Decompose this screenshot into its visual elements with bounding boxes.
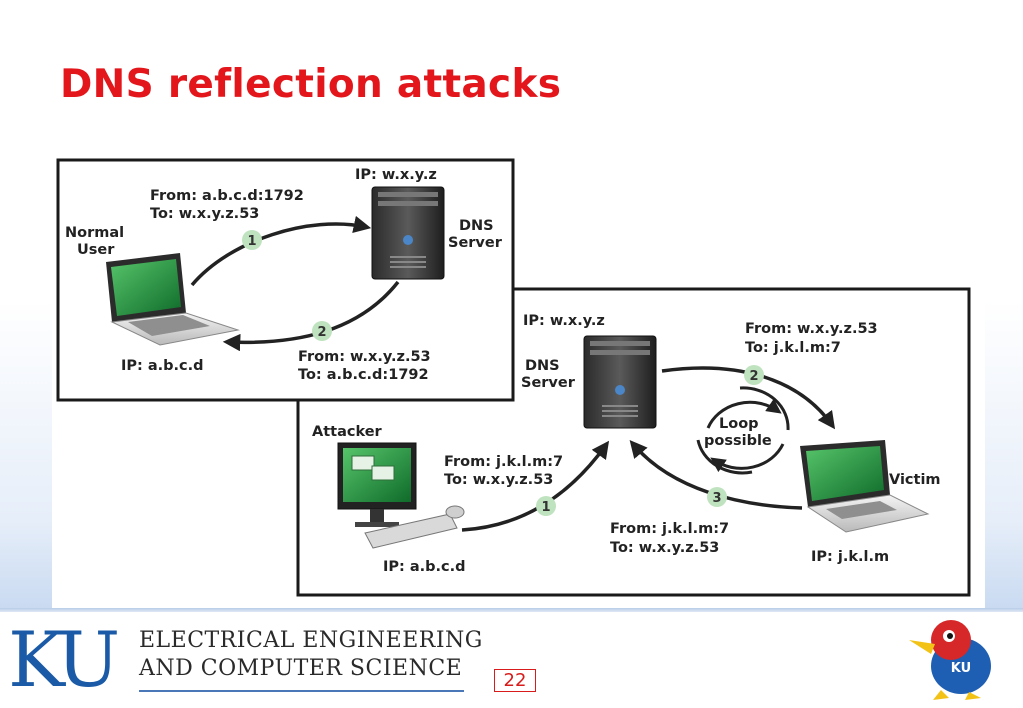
svg-text:KU: KU — [951, 661, 971, 676]
attack-step2-number: 2 — [749, 369, 758, 384]
attack-server-label-line1: DNS — [525, 358, 560, 374]
loop-label-line2: possible — [704, 433, 772, 449]
dept-name-line1: ELECTRICAL ENGINEERING — [139, 628, 483, 653]
attack-step2-from: From: w.x.y.z.53 — [745, 321, 878, 337]
loop-cycle-icon — [696, 386, 790, 475]
victim-laptop-icon — [800, 440, 930, 533]
normal-server-label-line1: DNS — [459, 218, 494, 234]
ku-logo: KU — [8, 615, 120, 704]
normal-step1-number: 1 — [247, 234, 256, 249]
jayhawk-mascot-icon: KU — [909, 620, 991, 700]
footer-separator — [0, 608, 1023, 612]
loop-label-line1: Loop — [719, 416, 759, 432]
attack-step2-badge — [744, 365, 764, 385]
normal-user-label-line1: Normal — [65, 225, 124, 241]
attacker-ip: IP: a.b.c.d — [383, 559, 466, 575]
slide-title: DNS reflection attacks — [60, 62, 562, 107]
attack-server-label-line2: Server — [521, 375, 576, 391]
attack-step1-number: 1 — [541, 500, 550, 515]
normal-panel: 1 2 IP: w.x.y.z DNS Server Normal User I… — [56, 158, 515, 402]
normal-step1-badge — [242, 230, 262, 250]
attack-dns-server-icon — [583, 335, 657, 429]
normal-dns-server-icon — [371, 186, 445, 280]
attack-step3-badge — [707, 487, 727, 507]
victim-label: Victim — [889, 472, 941, 488]
attack-step1-badge — [536, 496, 556, 516]
attack-step1-to: To: w.x.y.z.53 — [444, 472, 553, 488]
normal-user-ip: IP: a.b.c.d — [121, 358, 204, 374]
normal-user-laptop-icon — [106, 253, 240, 346]
attack-step3-from: From: j.k.l.m:7 — [610, 521, 729, 537]
page-number: 22 — [494, 669, 536, 692]
attack-server-ip: IP: w.x.y.z — [523, 313, 605, 329]
attacker-label: Attacker — [312, 424, 383, 440]
normal-step2-to: To: a.b.c.d:1792 — [298, 367, 429, 383]
normal-user-label-line2: User — [77, 242, 115, 258]
normal-arrow-step1 — [190, 215, 372, 287]
normal-server-ip: IP: w.x.y.z — [355, 167, 437, 183]
dept-underline — [139, 690, 464, 692]
dept-name-line2: AND COMPUTER SCIENCE — [139, 656, 463, 681]
attack-step3-number: 3 — [712, 491, 721, 506]
attack-step3-to: To: w.x.y.z.53 — [610, 540, 719, 556]
attack-step1-from: From: j.k.l.m:7 — [444, 454, 563, 470]
attack-step2-to: To: j.k.l.m:7 — [745, 340, 841, 356]
normal-step1-from: From: a.b.c.d:1792 — [150, 188, 304, 204]
normal-step1-to: To: w.x.y.z.53 — [150, 206, 259, 222]
normal-server-label-line2: Server — [448, 235, 503, 251]
victim-ip: IP: j.k.l.m — [811, 549, 889, 565]
normal-step2-number: 2 — [317, 325, 326, 340]
attack-arrow-step2 — [661, 366, 836, 430]
attacker-computer-icon — [337, 442, 465, 549]
normal-step2-from: From: w.x.y.z.53 — [298, 349, 431, 365]
normal-step2-badge — [312, 321, 332, 341]
